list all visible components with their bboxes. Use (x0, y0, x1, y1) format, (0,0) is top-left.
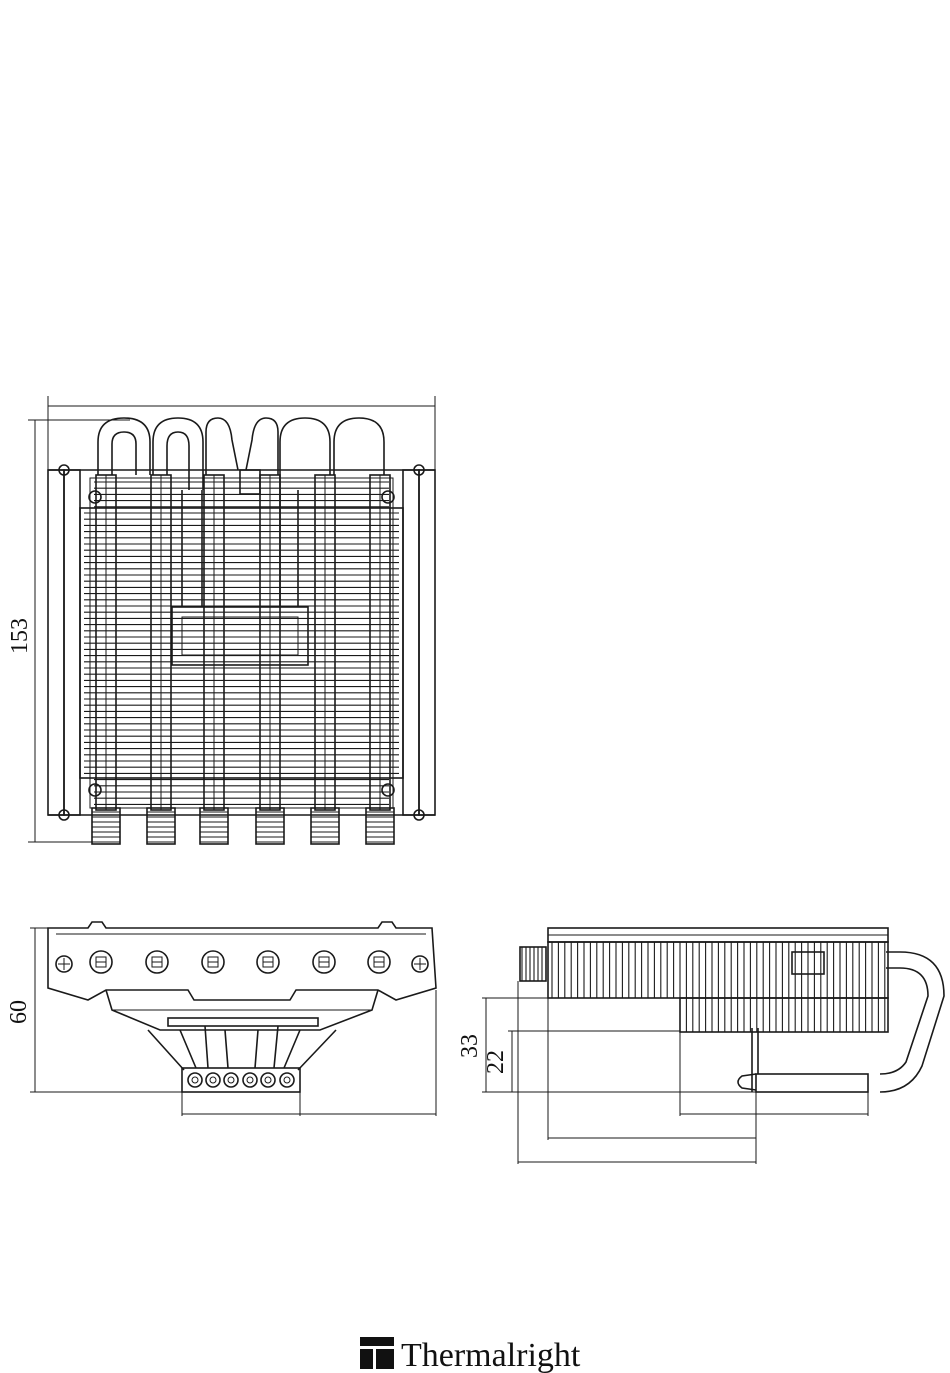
height-153-label: 153 (7, 618, 33, 654)
base-pipe-core (192, 1077, 198, 1083)
base-pipe-end (280, 1073, 294, 1087)
base-pipe-core (228, 1077, 234, 1083)
brand-logo: Thermalright (360, 1337, 581, 1373)
pipe-tail (92, 808, 120, 844)
base-pipe-end (243, 1073, 257, 1087)
base-pipe-end (261, 1073, 275, 1087)
base-pipe-end (206, 1073, 220, 1087)
height-60-label: 60 (6, 1000, 32, 1024)
base-pipe-core (265, 1077, 271, 1083)
side-22-label: 22 (483, 1050, 509, 1074)
base-pipe-core (210, 1077, 216, 1083)
brand-name: Thermalright (401, 1337, 581, 1373)
pipe-tail (366, 808, 394, 844)
base-pipe-end (224, 1073, 238, 1087)
pipe-tail (256, 808, 284, 844)
side-33-label: 33 (457, 1034, 483, 1058)
base-pipe-core (284, 1077, 290, 1083)
base-pipe-end (188, 1073, 202, 1087)
top-view: 153 (7, 396, 435, 844)
pipe-tail (200, 808, 228, 844)
base-pipe-core (247, 1077, 253, 1083)
pipe-tail (311, 808, 339, 844)
front-view: 60 (6, 922, 436, 1116)
pipe-tail (147, 808, 175, 844)
thermalright-logo-icon (360, 1337, 394, 1369)
side-view: 33 22 (457, 928, 944, 1164)
